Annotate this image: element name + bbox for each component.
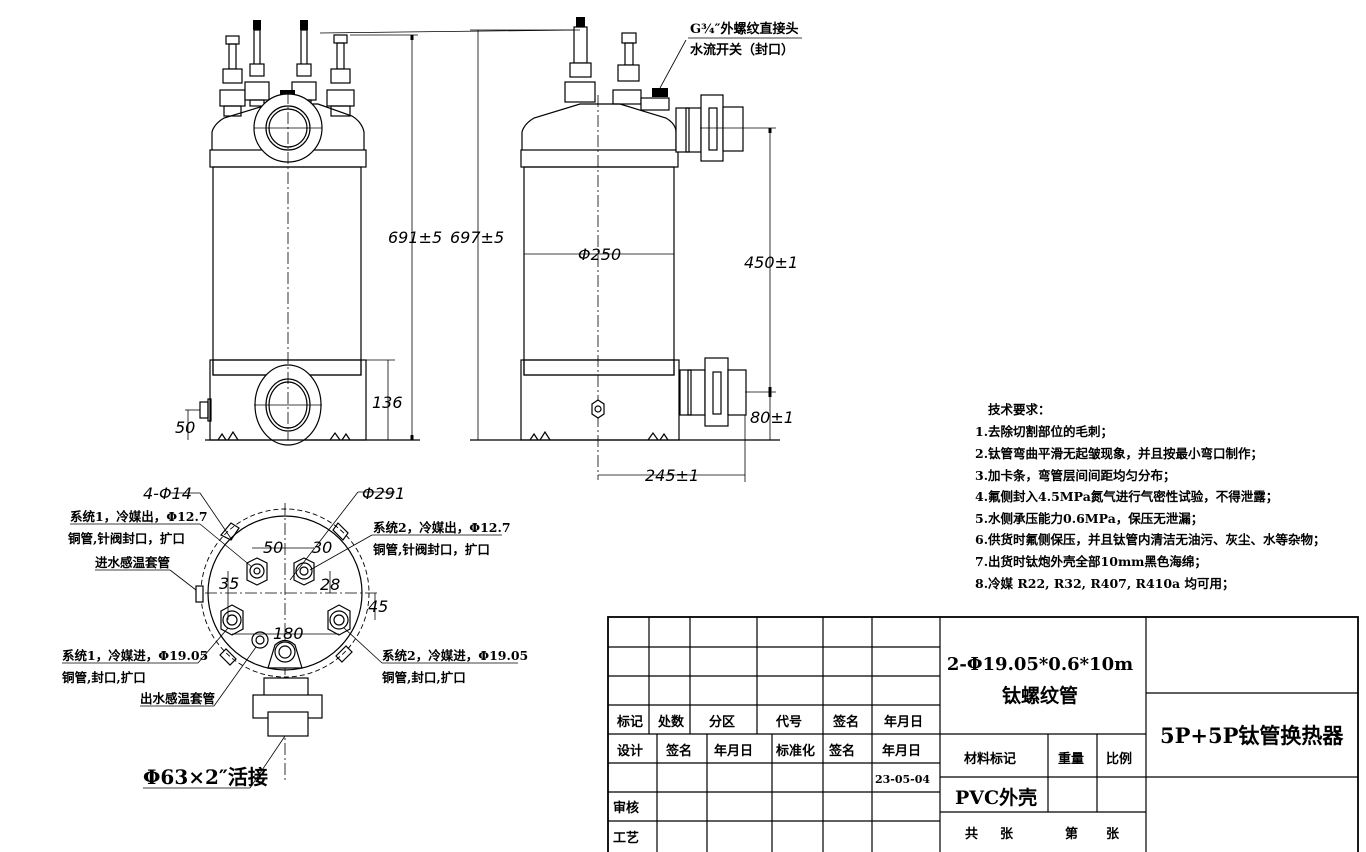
spec-line-2: 钛螺纹管 (1002, 684, 1078, 707)
design-header: 年月日 (714, 743, 753, 759)
review-label: 审核 (613, 800, 639, 816)
dim-28: 28 (320, 575, 340, 594)
tech-title: 技术要求： (988, 402, 1051, 417)
sys2-outlet-note: 铜管,针阀封口，扩口 (373, 542, 490, 557)
title-block: 标记 处数 分区 代号 签名 年月日 设计 签名 年月日 标准化 签名 年月日 … (607, 616, 1359, 852)
side-upper-dim: 450±1 (744, 253, 798, 272)
front-view: 691±5 136 50 (175, 20, 442, 446)
mounting-lugs (219, 522, 353, 666)
leader-lines (62, 491, 518, 789)
design-header: 标准化 (775, 743, 815, 759)
material-value: PVC外壳 (955, 786, 1037, 809)
dim-35: 35 (219, 574, 239, 593)
spec-line-1: 2-Φ19.05*0.6*10m (947, 654, 1133, 675)
sys1-outlet-label: 系统1，冷媒出，Φ12.7 (70, 509, 208, 524)
sys1-inlet-label: 系统1，冷媒进，Φ19.05 (62, 648, 208, 663)
sheets-unit: 张 (1000, 827, 1014, 842)
tech-item: 4.氟侧封入4.5MPa氮气进行气密性试验，不得泄露； (975, 489, 1278, 504)
refrigerant-ports (220, 557, 351, 649)
union-label: Φ63×2″活接 (143, 765, 268, 789)
tech-item: 2.钛管弯曲平滑无起皱现象，并且按最小弯口制作； (975, 446, 1263, 461)
scale-label: 比例 (1106, 751, 1132, 767)
dim-45: 45 (368, 597, 388, 616)
sys1-inlet-note: 铜管,封口,扩口 (62, 670, 146, 685)
side-sensor-nut (591, 399, 605, 419)
outer-diameter-dim: Φ291 (362, 484, 405, 503)
side-lower-dim: 80±1 (750, 408, 794, 427)
rev-header: 处数 (657, 714, 685, 730)
water-switch-callout-2: 水流开关（封口） (690, 42, 794, 58)
dim-180: 180 (273, 624, 304, 643)
tech-item: 1.去除切割部位的毛刺； (975, 424, 1113, 439)
front-height-dim: 691±5 (388, 228, 442, 247)
tech-item: 3.加卡条，弯管层间间距均匀分布； (975, 468, 1176, 483)
sys2-inlet-note: 铜管,封口,扩口 (382, 670, 466, 685)
design-header: 签名 (828, 743, 855, 759)
dim-50: 50 (263, 538, 283, 557)
outlet-port (267, 639, 303, 669)
sheets-unit: 张 (1106, 827, 1120, 842)
design-header: 年月日 (882, 743, 921, 759)
rev-header: 年月日 (884, 714, 923, 730)
side-dome (521, 103, 677, 150)
inlet-sensor-sleeve (195, 585, 204, 603)
tech-item: 8.冷媒 R22, R32, R407, R410a 均可用； (975, 576, 1235, 591)
side-height-dim: 697±5 (450, 228, 504, 247)
design-header: 设计 (617, 743, 643, 759)
lower-union (679, 357, 747, 427)
tech-item: 6.供货时氟侧保压，并且钛管内清洁无油污、灰尘、水等杂物； (975, 532, 1326, 547)
sys1-outlet-note: 铜管,针阀封口，扩口 (68, 531, 185, 546)
sys2-outlet-label: 系统2，冷媒出，Φ12.7 (373, 520, 511, 535)
weight-label: 重量 (1058, 751, 1084, 767)
holes-dim: 4-Φ14 (143, 484, 192, 503)
product-name: 5P+5P钛管换热器 (1160, 723, 1344, 748)
material-label: 材料标记 (964, 751, 1016, 767)
sheet-no: 第 (1065, 826, 1078, 842)
side-diameter-dim: Φ250 (578, 245, 621, 264)
outlet-sensor-label: 出水感温套管 (140, 691, 215, 706)
side-view: 697±5 Φ250 450±1 80±1 245±1 G¾″外螺纹直接头 水流… (319, 17, 802, 485)
design-header: 签名 (665, 743, 692, 759)
side-shell (523, 166, 675, 376)
rev-header: 标记 (616, 714, 643, 730)
water-switch-callout-1: G¾″外螺纹直接头 (690, 21, 798, 37)
sys2-inlet-label: 系统2，冷媒进，Φ19.05 (382, 648, 528, 663)
tech-requirements: 技术要求： 1.去除切割部位的毛刺； 2.钛管弯曲平滑无起皱现象，并且按最小弯口… (975, 402, 1326, 591)
tech-item: 7.出货时钛炮外壳全部10mm黑色海绵； (975, 554, 1207, 569)
process-label: 工艺 (613, 830, 639, 846)
rev-header: 代号 (775, 714, 802, 730)
front-shell (212, 166, 362, 376)
front-side-dim: 50 (175, 418, 195, 437)
front-base-dim: 136 (372, 393, 403, 412)
dim-30: 30 (312, 538, 332, 557)
sheets-total: 共 (965, 826, 978, 842)
rev-header: 签名 (832, 714, 859, 730)
side-width-dim: 245±1 (645, 466, 699, 485)
bottom-view: 4-Φ14 Φ291 50 30 35 28 45 180 系统1，冷媒出，Φ1… (62, 484, 528, 789)
rev-header: 分区 (709, 714, 735, 730)
tech-item: 5.水侧承压能力0.6MPa，保压无泄漏； (975, 511, 1203, 526)
side-base (520, 359, 680, 441)
inlet-sensor-label: 进水感温套管 (95, 555, 170, 570)
design-date: 23-05-04 (875, 773, 930, 786)
